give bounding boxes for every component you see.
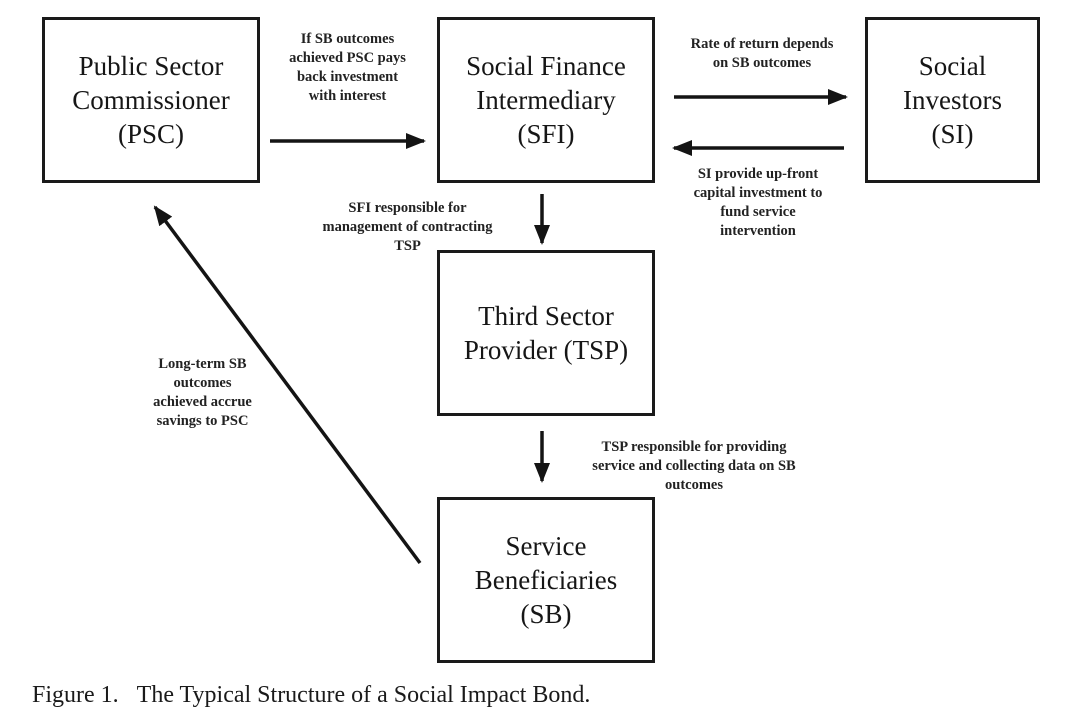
label-psc-to-sfi: If SB outcomes achieved PSC pays back in… — [270, 30, 425, 106]
node-sb-line-2: Beneficiaries — [474, 565, 618, 595]
label-sfi-to-tsp-line-3: TSP — [394, 238, 421, 254]
node-psc-line-3: (PSC) — [117, 119, 185, 149]
node-social-finance-intermediary: Social Finance Intermediary (SFI) — [437, 17, 655, 183]
label-tsp-to-sb-line-2: service and collecting data on SB — [592, 458, 796, 474]
label-si-to-sfi-line-1: SI provide up-front — [697, 166, 819, 182]
label-sb-to-psc: Long-term SB outcomes achieved accrue sa… — [130, 355, 275, 431]
label-si-to-sfi-line-4: intervention — [720, 223, 796, 239]
label-psc-to-sfi-line-3: back investment — [296, 69, 399, 85]
node-sfi-line-2: Intermediary — [476, 85, 616, 115]
label-tsp-to-sb: TSP responsible for providing service an… — [559, 438, 829, 495]
node-service-beneficiaries: Service Beneficiaries (SB) — [437, 497, 655, 663]
node-sb-line-1: Service — [505, 531, 587, 561]
label-si-to-sfi-line-2: capital investment to — [693, 185, 823, 201]
label-sb-to-psc-line-4: savings to PSC — [156, 413, 249, 429]
label-sfi-to-si-line-2: on SB outcomes — [712, 55, 812, 71]
label-sb-to-psc-line-1: Long-term SB — [158, 356, 247, 372]
node-third-sector-provider: Third Sector Provider (TSP) — [437, 250, 655, 416]
node-si-line-1: Social — [918, 51, 987, 81]
label-sfi-to-si-line-1: Rate of return depends — [690, 36, 834, 52]
node-sfi-line-1: Social Finance — [466, 51, 626, 81]
arrow-sb-to-psc — [153, 205, 422, 565]
label-sfi-to-si: Rate of return depends on SB outcomes — [664, 35, 860, 73]
label-sfi-to-tsp: SFI responsible for management of contra… — [300, 199, 515, 256]
node-tsp-line-1: Third Sector — [478, 301, 614, 331]
figure-caption: Figure 1. The Typical Structure of a Soci… — [32, 682, 590, 709]
label-sfi-to-tsp-line-2: management of contracting — [322, 219, 493, 235]
node-sb-line-3: (SB) — [520, 599, 572, 629]
figure-title: The Typical Structure of a Social Impact… — [136, 682, 591, 708]
label-sfi-to-tsp-line-1: SFI responsible for — [348, 200, 467, 216]
figure-number: Figure 1. — [32, 682, 119, 708]
node-sfi-line-3: (SFI) — [517, 119, 575, 149]
label-tsp-to-sb-line-3: outcomes — [665, 477, 723, 493]
node-psc-line-1: Public Sector — [78, 51, 224, 81]
label-psc-to-sfi-line-1: If SB outcomes — [300, 31, 395, 47]
node-tsp-line-2: Provider (TSP) — [463, 335, 629, 365]
label-psc-to-sfi-line-2: achieved PSC pays — [289, 50, 406, 66]
label-si-to-sfi: SI provide up-front capital investment t… — [660, 165, 856, 241]
label-sb-to-psc-line-3: achieved accrue — [153, 394, 252, 410]
node-si-line-2: Investors — [903, 85, 1002, 115]
node-public-sector-commissioner: Public Sector Commissioner (PSC) — [42, 17, 260, 183]
label-sb-to-psc-line-2: outcomes — [173, 375, 232, 391]
node-si-line-3: (SI) — [931, 119, 974, 149]
label-tsp-to-sb-line-1: TSP responsible for providing — [601, 439, 787, 455]
node-psc-line-2: Commissioner — [72, 85, 230, 115]
node-social-investors: Social Investors (SI) — [865, 17, 1040, 183]
label-psc-to-sfi-line-4: with interest — [308, 88, 387, 104]
label-si-to-sfi-line-3: fund service — [720, 204, 796, 220]
